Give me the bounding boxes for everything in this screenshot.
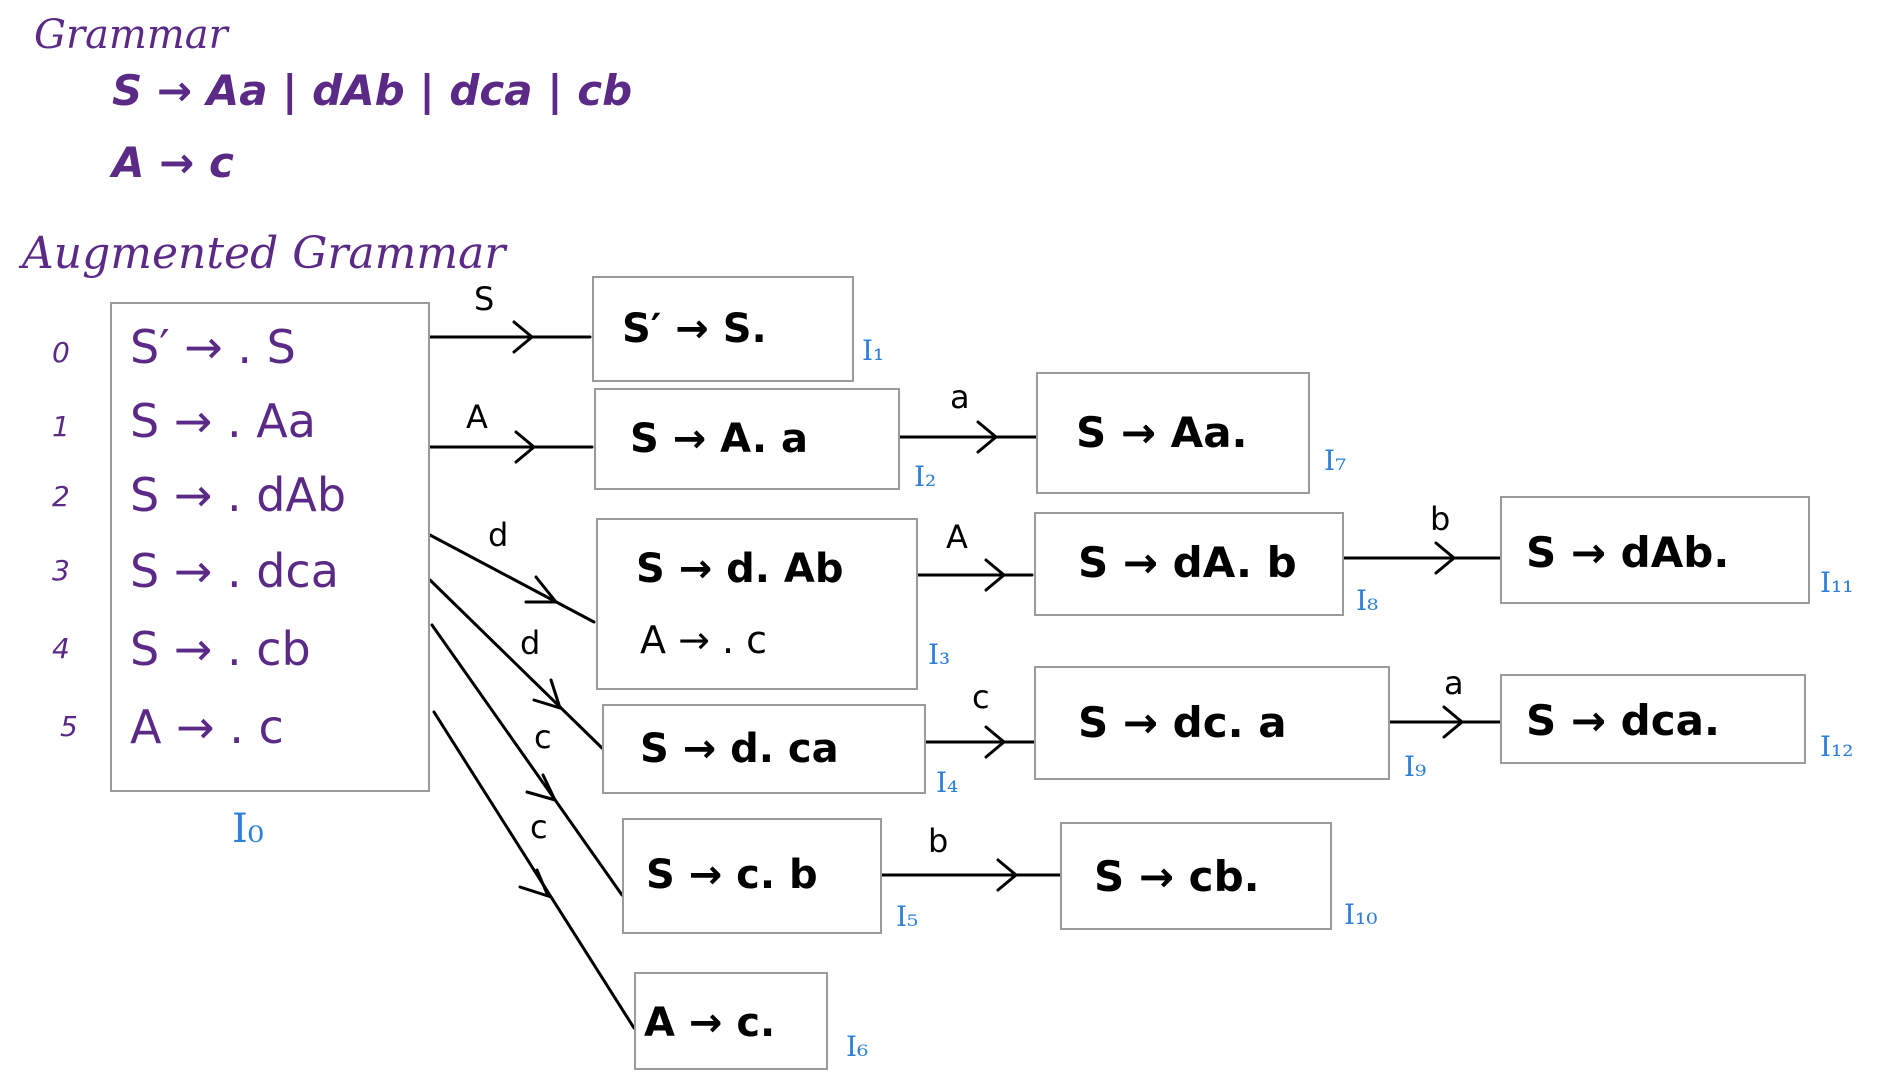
i0-item-0: S′ → . S [130, 320, 296, 374]
i0-item-2: S → . dAb [130, 468, 347, 522]
transition-label-i3-i8: A [946, 518, 968, 556]
state-label-i7: I₇ [1324, 444, 1347, 477]
transition-label-i0-i2: A [466, 398, 488, 436]
i3-item-0: S → d. Ab [636, 546, 844, 592]
production-number-3: 3 [52, 554, 70, 587]
i8-item-0: S → dA. b [1078, 538, 1297, 587]
state-label-i1: I₁ [862, 334, 885, 367]
i2-item-0: S → A. a [630, 416, 808, 462]
state-label-i3: I₃ [928, 638, 951, 671]
state-label-i9: I₉ [1404, 750, 1427, 783]
arrow-i0-i4 [428, 578, 604, 750]
arrowhead-i0-i3 [524, 575, 560, 604]
production-number-5: 5 [60, 710, 78, 743]
state-box-i5 [622, 818, 882, 934]
i12-item-0: S → dca. [1526, 696, 1720, 745]
arrowhead-i0-i6 [518, 868, 551, 899]
i0-item-1: S → . Aa [130, 394, 316, 448]
state-box-i2 [594, 388, 900, 490]
arrowhead-i8-i11 [1434, 541, 1457, 575]
grammar-rule-a: A → c [112, 138, 234, 187]
state-label-i11: I₁₁ [1820, 566, 1854, 599]
grammar-rule-s: S → Aa | dAb | dca | cb [112, 66, 633, 115]
transition-label-i0-i5: c [534, 718, 552, 756]
state-label-i8: I₈ [1356, 584, 1379, 617]
state-label-i4: I₄ [936, 766, 959, 799]
state-box-i12 [1500, 674, 1806, 764]
grammar-title: Grammar [34, 12, 228, 58]
transition-label-i0-i4: d [520, 624, 541, 662]
transition-label-i0-i6: c [530, 808, 548, 846]
state-box-i6 [634, 972, 828, 1070]
state-box-i10 [1060, 822, 1332, 930]
transition-label-i0-i3: d [488, 516, 509, 554]
production-number-1: 1 [52, 410, 70, 443]
i9-item-0: S → dc. a [1078, 698, 1287, 747]
state-box-i8 [1034, 512, 1344, 616]
arrowhead-i0-i2 [514, 430, 537, 464]
transition-label-i9-i12: a [1444, 664, 1464, 702]
production-number-0: 0 [52, 336, 70, 369]
arrowhead-i0-i1 [512, 320, 535, 354]
i1-item-0: S′ → S. [622, 306, 767, 352]
i10-item-0: S → cb. [1094, 852, 1260, 901]
state-label-i0: I₀ [232, 806, 264, 852]
state-label-i6: I₆ [846, 1030, 869, 1063]
arrowhead-i0-i4 [532, 678, 563, 711]
augmented-grammar-title: Augmented Grammar [22, 228, 506, 279]
transition-label-i0-i1: S [474, 280, 495, 318]
state-label-i10: I₁₀ [1344, 898, 1378, 931]
state-label-i5: I₅ [896, 900, 919, 933]
transition-label-i5-i10: b [928, 822, 949, 860]
state-box-i4 [602, 704, 926, 794]
state-box-i0 [110, 302, 430, 792]
transition-label-i8-i11: b [1430, 500, 1451, 538]
i0-item-5: A → . c [130, 700, 284, 754]
i3-item-1: A → . c [640, 618, 768, 662]
state-box-i11 [1500, 496, 1810, 604]
arrow-i0-i5 [430, 623, 624, 897]
i6-item-0: A → c. [644, 1000, 776, 1046]
arrowhead-i5-i10 [996, 858, 1019, 892]
i0-item-4: S → . cb [130, 622, 311, 676]
arrowhead-i0-i5 [525, 773, 558, 803]
state-label-i12: I₁₂ [1820, 730, 1854, 763]
state-box-i7 [1036, 372, 1310, 494]
state-label-i2: I₂ [914, 460, 937, 493]
arrowhead-i2-i7 [976, 420, 999, 454]
i0-item-3: S → . dca [130, 544, 339, 598]
i5-item-0: S → c. b [646, 852, 818, 898]
state-box-i9 [1034, 666, 1390, 780]
state-box-i1 [592, 276, 854, 382]
state-box-i3 [596, 518, 918, 690]
arrow-i0-i3 [428, 533, 596, 624]
transition-label-i2-i7: a [950, 378, 970, 416]
arrow-i0-i6 [432, 710, 636, 1030]
arrowhead-i3-i8 [984, 558, 1007, 592]
arrowhead-i4-i9 [984, 725, 1007, 759]
transition-label-i4-i9: c [972, 678, 990, 716]
i7-item-0: S → Aa. [1076, 408, 1248, 457]
arrowhead-i9-i12 [1442, 705, 1465, 739]
production-number-2: 2 [52, 480, 70, 513]
i11-item-0: S → dAb. [1526, 528, 1730, 577]
production-number-4: 4 [52, 632, 70, 665]
i4-item-0: S → d. ca [640, 726, 839, 772]
